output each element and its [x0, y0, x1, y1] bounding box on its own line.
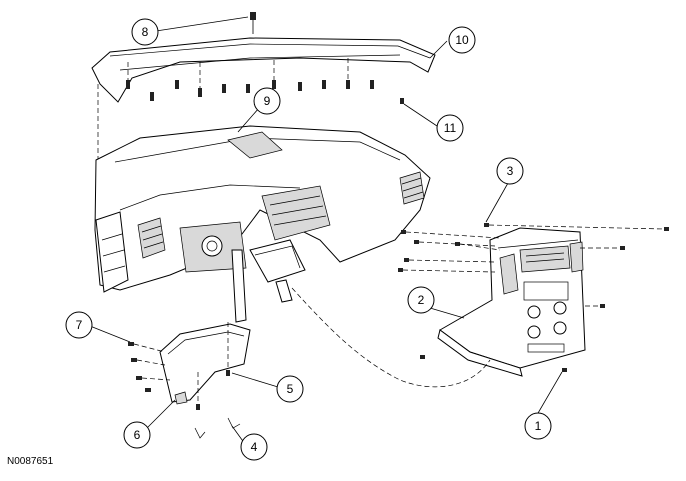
svg-text:11: 11 [444, 121, 457, 135]
instrument-panel-top-trim [91, 37, 436, 103]
lower-left-screws [128, 342, 171, 392]
center-panel-screws [398, 223, 669, 372]
wiring-route-line [291, 287, 491, 388]
svg-text:6: 6 [134, 428, 141, 442]
svg-text:8: 8 [142, 25, 149, 39]
callout-11: 11 [436, 114, 464, 142]
svg-text:4: 4 [251, 440, 258, 454]
svg-text:10: 10 [455, 33, 469, 47]
callout-3: 3 [496, 157, 524, 185]
svg-text:9: 9 [264, 94, 271, 108]
top-screw [250, 12, 256, 34]
callout-5: 5 [276, 375, 304, 403]
lower-left-panel [159, 323, 251, 405]
svg-text:2: 2 [418, 293, 425, 307]
figure-code: N0087651 [7, 456, 54, 467]
svg-text:3: 3 [507, 164, 514, 178]
callout-8: 8 [131, 18, 159, 46]
svg-text:1: 1 [535, 419, 542, 433]
callout-1: 1 [524, 412, 552, 440]
svg-text:5: 5 [287, 382, 294, 396]
center-finish-panel [437, 227, 586, 377]
callout-6: 6 [123, 421, 151, 449]
svg-text:7: 7 [76, 318, 83, 332]
callout-10: 10 [448, 26, 476, 54]
callout-4: 4 [240, 433, 268, 461]
callout-7: 7 [65, 311, 93, 339]
instrument-panel-body [94, 125, 431, 323]
callout-2: 2 [407, 286, 435, 314]
callout-9: 9 [253, 87, 281, 115]
leader-lines [89, 16, 563, 445]
